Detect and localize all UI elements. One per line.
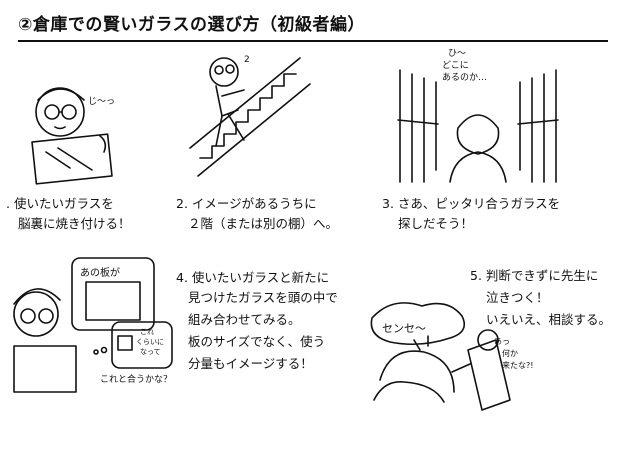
page-title: ②倉庫での賢いガラスの選び方（初級者編）: [18, 15, 366, 35]
p4-thought-top: あの板が: [80, 266, 120, 279]
step-5-line3: いえいえ、相談する。: [486, 312, 612, 327]
step-3-line1: 3. さあ、ピッタリ合うガラスを: [382, 196, 561, 211]
p5-teacher1: あっ: [494, 337, 510, 346]
p4-thought-bottom: これと合うかな？: [100, 373, 172, 385]
p4-thought-small1: これ: [140, 328, 154, 336]
step-5-line1: 5. 判断できずに先生に: [470, 268, 599, 283]
step-4-line2: 見つけたガラスを頭の中で: [188, 290, 338, 305]
step-4-line3: 組み合わせてみる。: [188, 312, 301, 327]
step-1-line2: 脳裏に焼き付ける！: [18, 216, 131, 231]
svg-text:2: 2: [244, 55, 250, 65]
step-4-line5: 分量もイメージする！: [188, 356, 313, 371]
p5-shout: センセ〜: [382, 322, 426, 335]
step-4-line4: 板のサイズでなく、使う: [188, 334, 326, 349]
p3-bubble-line2: どこに: [442, 60, 469, 71]
step-3-line2: 探しだそう！: [398, 216, 474, 231]
step-1-line1: . 使いたいガラスを: [6, 196, 114, 211]
p4-thought-small3: なって: [140, 348, 161, 356]
p3-bubble-line3: あるのか…: [442, 72, 487, 83]
p3-bubble-line1: ひ〜: [448, 48, 466, 59]
p5-teacher2: 何か: [502, 348, 518, 358]
step-2-line2: ２階（または別の棚）へ。: [188, 216, 339, 231]
step-4-line1: 4. 使いたいガラスと新たに: [176, 270, 330, 285]
p4-thought-small2: くらいに: [136, 338, 164, 346]
step-5-line2: 泣きつく！: [486, 290, 549, 305]
p5-teacher3: 来たな?!: [502, 361, 533, 370]
title-underline: [18, 40, 608, 42]
step-2-line1: 2. イメージがあるうちに: [176, 196, 317, 211]
p1-sfx: じ〜っ: [88, 96, 115, 107]
